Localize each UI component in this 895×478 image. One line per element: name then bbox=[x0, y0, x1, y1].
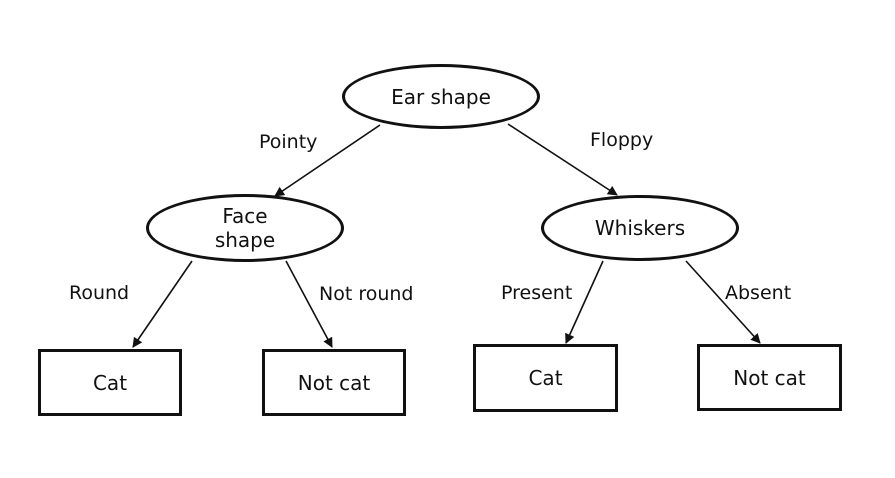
node-face-shape-label-line1: Face bbox=[222, 204, 268, 228]
node-whiskers: Whiskers bbox=[541, 195, 739, 261]
node-face-shape: Face shape bbox=[146, 194, 344, 262]
edge-label-present: Present bbox=[501, 282, 573, 304]
edge-label-absent: Absent bbox=[725, 282, 792, 304]
leaf-cat-left: Cat bbox=[38, 349, 182, 416]
leaf-cat-right: Cat bbox=[473, 344, 618, 412]
leaf-not-cat-right: Not cat bbox=[697, 344, 842, 411]
node-whiskers-label: Whiskers bbox=[594, 216, 686, 240]
edge-whiskers-to-cat bbox=[565, 260, 604, 344]
edge-face-shape-to-not-cat bbox=[285, 260, 333, 348]
leaf-not-cat-right-label: Not cat bbox=[733, 365, 806, 390]
leaf-not-cat-left-label: Not cat bbox=[297, 370, 371, 395]
leaf-cat-left-label: Cat bbox=[92, 370, 128, 395]
leaf-cat-right-label: Cat bbox=[528, 366, 563, 390]
edge-root-to-whiskers bbox=[507, 123, 618, 196]
edge-whiskers-to-not-cat bbox=[685, 260, 761, 344]
leaf-not-cat-left: Not cat bbox=[262, 349, 406, 416]
node-face-shape-label-line2: shape bbox=[214, 228, 276, 252]
edge-root-to-face-shape bbox=[274, 124, 381, 197]
node-ear-shape: Ear shape bbox=[342, 64, 540, 129]
edge-face-shape-to-cat bbox=[132, 260, 193, 348]
edge-label-round: Round bbox=[69, 282, 130, 304]
node-ear-shape-label: Ear shape bbox=[391, 84, 491, 109]
node-face-shape-label: Face shape bbox=[215, 204, 275, 252]
edge-label-pointy: Pointy bbox=[259, 131, 318, 153]
edge-label-not-round: Not round bbox=[319, 283, 414, 305]
edge-label-floppy: Floppy bbox=[590, 129, 654, 151]
